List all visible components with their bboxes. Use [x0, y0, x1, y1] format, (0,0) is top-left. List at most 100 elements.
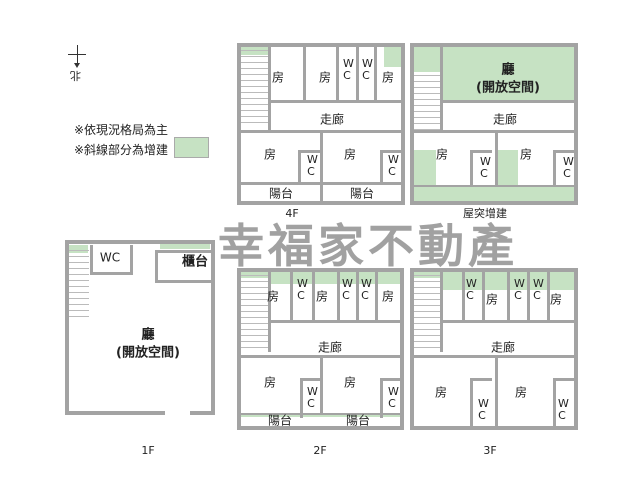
floor-label: 屋突增建 — [463, 207, 507, 220]
room-label: WC — [307, 153, 318, 178]
wall — [300, 378, 303, 418]
stair-step — [241, 317, 268, 318]
wall — [155, 250, 158, 283]
wall — [237, 268, 241, 430]
wall — [470, 150, 473, 185]
wall — [410, 426, 578, 430]
stair-step — [69, 286, 89, 287]
addition-area — [241, 47, 268, 55]
stair-step — [69, 292, 89, 293]
stair-step — [69, 262, 89, 263]
stair-step — [241, 50, 268, 51]
stair-step — [414, 287, 440, 288]
addition-area — [414, 47, 440, 72]
wall — [443, 100, 574, 103]
stair-step — [414, 99, 440, 100]
wall — [268, 272, 271, 352]
room-label: 房 — [434, 385, 448, 400]
room-label: WC — [480, 155, 491, 180]
wall — [320, 130, 323, 185]
wall — [65, 411, 165, 415]
room-label: 房 — [381, 289, 395, 304]
stair-step — [241, 62, 268, 63]
stair-step — [69, 250, 89, 251]
stair-step — [241, 86, 268, 87]
room-label: WC — [343, 57, 354, 82]
wall — [320, 355, 323, 415]
wall — [237, 268, 404, 272]
room-label: WC — [388, 385, 399, 410]
room-label: 房 — [271, 70, 285, 85]
room-label: 房 — [381, 70, 395, 85]
room-label: WC — [563, 155, 574, 180]
stair-step — [414, 311, 440, 312]
legend-addition-swatch — [174, 137, 209, 158]
stair-step — [414, 299, 440, 300]
wall — [268, 47, 271, 132]
wall — [410, 43, 414, 205]
floor-label: 2F — [313, 444, 327, 457]
wall — [553, 378, 574, 381]
stair-step — [241, 341, 268, 342]
room-label: 走廊 — [317, 340, 343, 355]
stair-step — [414, 335, 440, 336]
stair-step — [414, 281, 440, 282]
stair-step — [241, 281, 268, 282]
room-label: 房 — [549, 292, 563, 307]
addition-area — [498, 150, 518, 185]
wall — [574, 43, 578, 205]
stair-step — [414, 117, 440, 118]
floor-label: 1F — [141, 444, 155, 457]
wall — [290, 272, 293, 322]
stair-step — [414, 347, 440, 348]
stair-step — [241, 335, 268, 336]
stair-step — [414, 129, 440, 130]
wall — [414, 130, 574, 133]
room-label: WC — [388, 153, 399, 178]
wall — [553, 378, 556, 426]
stair-step — [69, 256, 89, 257]
wall — [470, 378, 473, 426]
floor-label: 3F — [483, 444, 497, 457]
stair-step — [414, 341, 440, 342]
north-arrow-head-icon — [74, 63, 80, 68]
stair-step — [69, 268, 89, 269]
stair-step — [69, 310, 89, 311]
wall — [241, 413, 400, 415]
wall — [401, 43, 405, 205]
wall — [470, 150, 492, 153]
wall — [298, 150, 320, 153]
stair-step — [241, 116, 268, 117]
room-label: WC — [362, 57, 373, 82]
stair-step — [414, 323, 440, 324]
legend-note-current-layout: ※依現況格局為主 — [74, 123, 169, 137]
room-label: (開放空間) — [476, 80, 540, 96]
stair-step — [69, 304, 89, 305]
room-label: 房 — [266, 289, 280, 304]
wall — [547, 272, 550, 322]
wall — [380, 378, 400, 381]
stair-step — [414, 93, 440, 94]
room-label: 房 — [514, 385, 528, 400]
wall — [320, 182, 323, 202]
room-label: WC — [514, 277, 525, 302]
stair-step — [241, 110, 268, 111]
stair-step — [414, 87, 440, 88]
stair-step — [241, 56, 268, 57]
room-label: 房 — [519, 147, 533, 162]
room-label: 房 — [435, 147, 449, 162]
room-label: 房 — [263, 375, 277, 390]
stair-step — [241, 305, 268, 306]
stair-step — [69, 274, 89, 275]
wall — [337, 272, 340, 322]
room-label: WC — [342, 277, 353, 302]
stair-step — [241, 98, 268, 99]
wall — [356, 272, 359, 322]
wall — [211, 240, 215, 415]
stair-step — [414, 293, 440, 294]
room-label: WC — [478, 397, 489, 422]
room-label: 房 — [315, 289, 329, 304]
stair-step — [414, 123, 440, 124]
addition-area — [241, 413, 401, 417]
